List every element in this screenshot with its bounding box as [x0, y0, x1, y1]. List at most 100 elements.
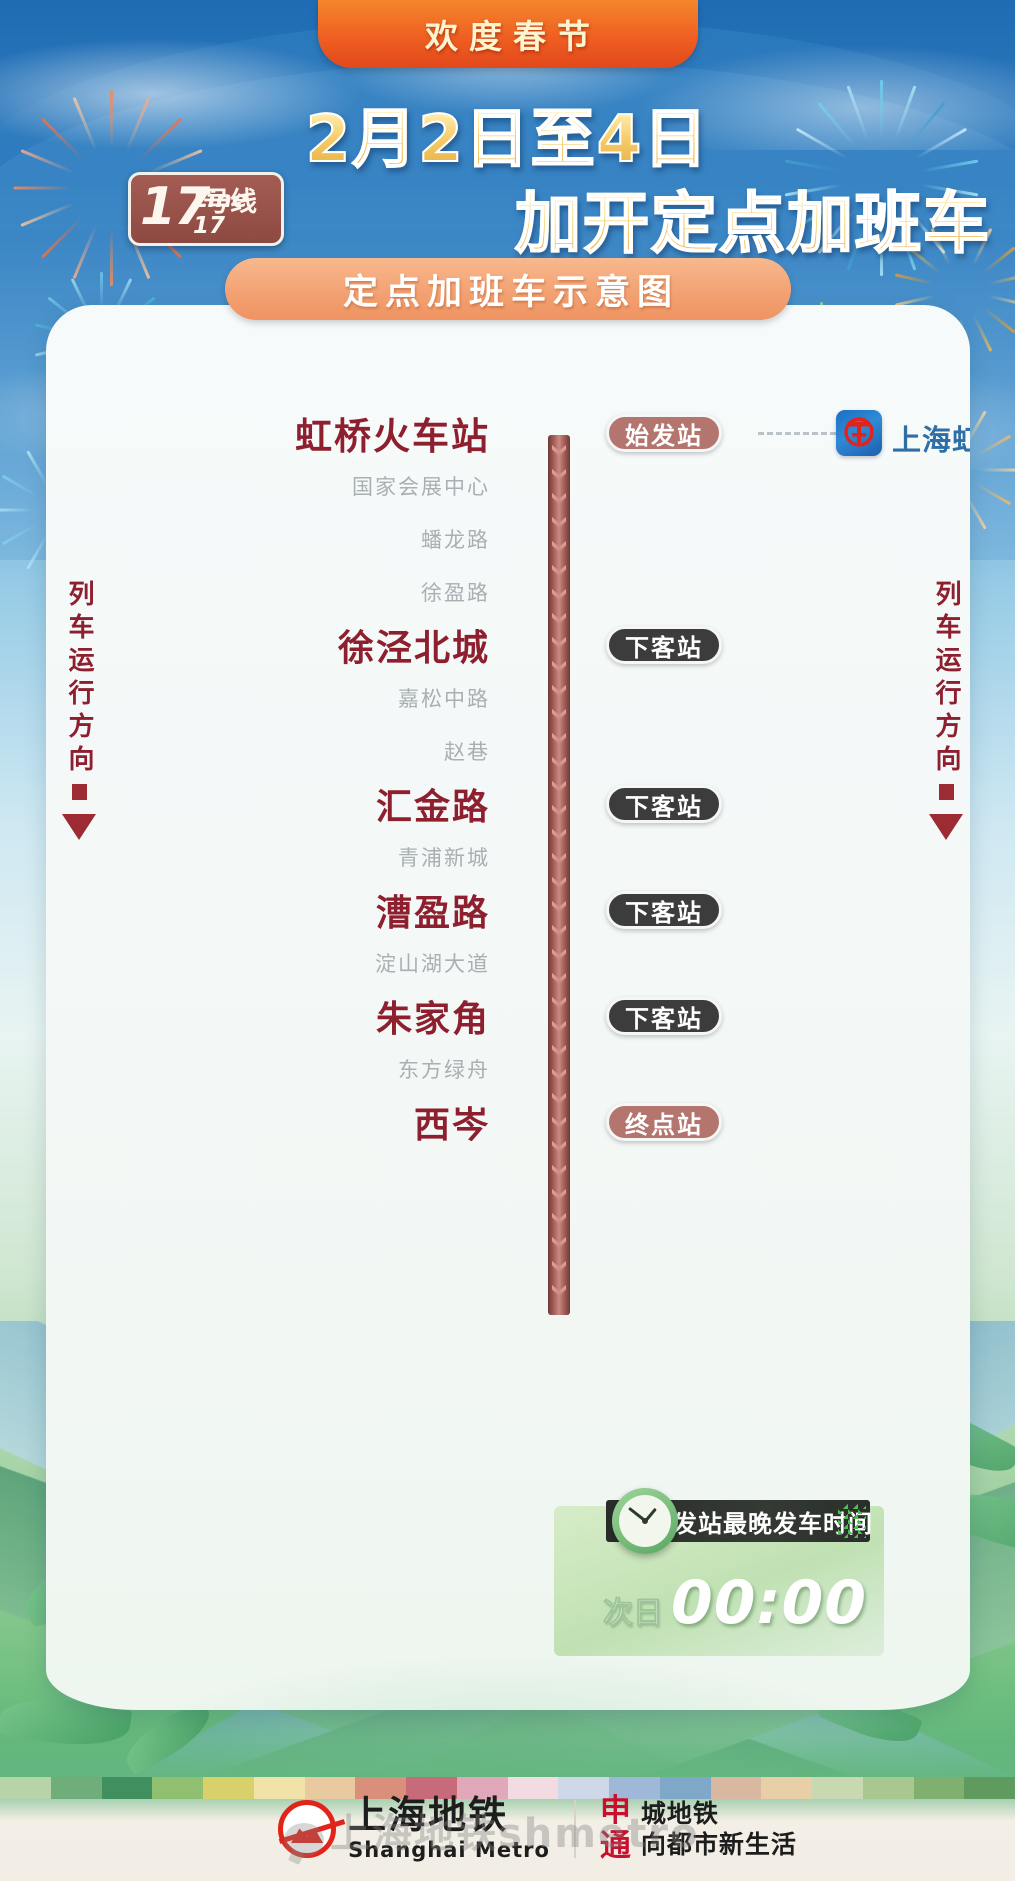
footer-color-chip	[862, 1777, 914, 1799]
firework-ray	[100, 272, 103, 312]
line-badge-number: 17	[140, 177, 210, 237]
china-railway-icon	[836, 410, 882, 456]
connecting-rail-station-name: 上海虹桥站	[892, 423, 970, 457]
station-name: 漕盈路	[375, 893, 490, 934]
footer-color-chip	[50, 1777, 102, 1799]
metro-logo-text: 上海地铁 Shanghai Metro	[348, 1796, 550, 1862]
footer-color-chip	[558, 1777, 609, 1799]
main-headline: 加开定点加班车	[514, 170, 991, 266]
last-departure-value-row: 次日 00:00	[600, 1568, 870, 1638]
next-day-prefix: 次日	[603, 1596, 664, 1632]
firework-ray	[979, 468, 1015, 472]
footer-divider	[573, 1800, 576, 1858]
subtitle-pill: 定点加班车示意图	[224, 258, 791, 320]
clock-center-pin	[642, 1518, 648, 1524]
station-row: 淀山湖大道	[46, 943, 970, 983]
firework-ray	[110, 228, 113, 286]
footer-color-chip	[609, 1777, 660, 1799]
shentong-chars: 申 通	[600, 1795, 631, 1862]
route-diagram-card: 虹桥火车站始发站上海虹桥站国家会展中心蟠龙路徐盈路徐泾北城下客站嘉松中路赵巷汇金…	[46, 305, 970, 1710]
line-badge-cn: 号线	[203, 187, 257, 218]
footer-color-chip	[913, 1777, 965, 1799]
last-departure-strip: 始发站最晚发车时间	[606, 1488, 872, 1554]
shentong-char-2: 通	[599, 1828, 631, 1864]
direction-arrow-stem-right	[938, 784, 954, 800]
festival-ribbon-text: 欢度春节	[425, 17, 601, 56]
direction-arrow-right	[929, 814, 963, 840]
footer-color-chip	[304, 1777, 356, 1799]
direction-indicator-left: 列车运行方向	[56, 580, 102, 840]
poster-footer: 上海地铁shmetro 上海地铁 Shanghai Metro 申 通 城地铁 …	[0, 1777, 1015, 1881]
footer-color-chip	[355, 1777, 406, 1799]
station-name: 青浦新城	[398, 846, 490, 870]
footer-color-chip	[152, 1777, 203, 1799]
station-name: 朱家角	[375, 999, 490, 1040]
station-row: 汇金路 下客站	[46, 784, 970, 828]
footer-color-chip	[812, 1777, 863, 1799]
station-row: 国家会展中心	[46, 466, 970, 506]
station-badge: 下客站	[606, 997, 722, 1035]
footer-color-chip	[710, 1777, 762, 1799]
station-name: 蟠龙路	[421, 528, 490, 552]
station-badge: 终点站	[606, 1103, 722, 1141]
firework-ray	[13, 186, 72, 190]
date-range-title: 2月2日至4日	[305, 88, 710, 180]
station-row: 东方绿舟	[46, 1049, 970, 1089]
shentong-slogan-2: 向都市新生活	[640, 1830, 797, 1859]
station-row: 徐盈路	[46, 572, 970, 612]
station-row: 朱家角 下客站	[46, 996, 970, 1040]
station-row: 漕盈路 下客站	[46, 890, 970, 934]
station-name: 虹桥火车站	[295, 415, 490, 458]
shentong-logo: 申 通 城地铁 向都市新生活	[600, 1795, 797, 1862]
station-badge: 下客站	[606, 785, 722, 823]
station-name: 淀山湖大道	[375, 952, 490, 976]
footer-color-chip	[253, 1777, 305, 1799]
station-name: 嘉松中路	[398, 687, 490, 711]
station-row: 虹桥火车站 始发站 上海虹桥站	[46, 410, 970, 458]
station-row: 西岑 终点站	[46, 1102, 970, 1146]
subtitle-text: 定点加班车示意图	[342, 272, 679, 313]
station-name: 东方绿舟	[398, 1058, 490, 1082]
station-name: 汇金路	[375, 787, 490, 828]
metro-logo-cn: 上海地铁	[348, 1793, 509, 1837]
station-name: 国家会展中心	[352, 475, 490, 499]
shentong-slogan-1: 城地铁	[640, 1799, 719, 1828]
firework-ray	[960, 222, 963, 262]
checker-flag-icon	[838, 1504, 866, 1538]
footer-color-chip	[761, 1777, 812, 1799]
footer-color-chip	[0, 1777, 51, 1799]
station-row: 赵巷	[46, 731, 970, 771]
station-row: 青浦新城	[46, 837, 970, 877]
footer-color-chip	[659, 1777, 711, 1799]
footer-color-chip	[406, 1777, 457, 1799]
station-name: 西岑	[413, 1105, 490, 1146]
shentong-char-1: 申	[599, 1793, 631, 1830]
last-departure-time: 00:00	[671, 1568, 867, 1638]
interchange-dashed-line	[758, 432, 836, 435]
shentong-slogan: 城地铁 向都市新生活	[641, 1801, 797, 1857]
direction-label-right: 列车运行方向	[931, 580, 961, 778]
footer-color-chip	[964, 1777, 1015, 1799]
footer-color-chip	[507, 1777, 559, 1799]
station-name: 徐泾北城	[337, 628, 490, 669]
line-badge-en: Line 17	[193, 187, 248, 239]
firework-ray	[880, 80, 883, 138]
last-departure-panel: 始发站最晚发车时间 次日 00:00	[554, 1488, 884, 1656]
watermark-bubble-icon	[284, 1823, 324, 1857]
direction-label-left: 列车运行方向	[64, 580, 94, 778]
station-row: 徐泾北城 下客站	[46, 625, 970, 669]
festival-ribbon: 欢度春节	[317, 0, 698, 68]
metro-logo-en: Shanghai Metro	[348, 1838, 550, 1862]
footer-color-chip	[456, 1777, 508, 1799]
footer-color-chip	[101, 1777, 153, 1799]
station-name: 赵巷	[444, 740, 490, 764]
direction-indicator-right: 列车运行方向	[923, 580, 969, 840]
station-badge: 下客站	[606, 891, 722, 929]
footer-color-strip	[0, 1777, 1015, 1799]
footer-color-chip	[203, 1777, 254, 1799]
station-badge: 始发站	[606, 414, 722, 452]
line-number-badge: 17 号线 Line 17	[128, 172, 284, 246]
firework-ray	[110, 90, 113, 148]
station-badge: 下客站	[606, 626, 722, 664]
direction-arrow-stem-left	[71, 784, 87, 800]
